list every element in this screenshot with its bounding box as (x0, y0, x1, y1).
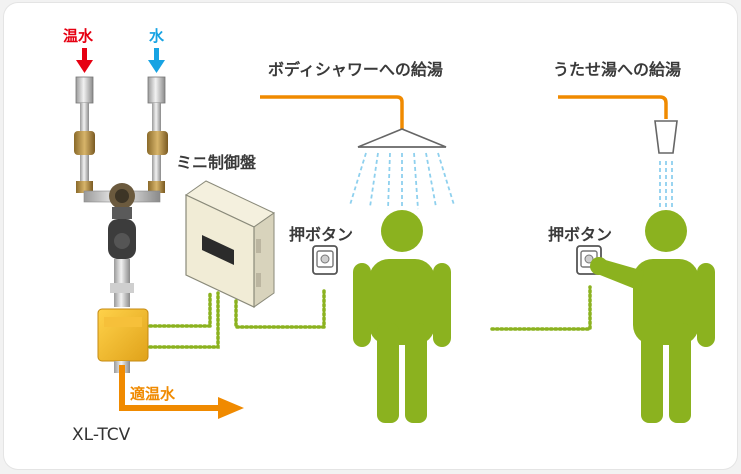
mixed-water-outlet-arrow (119, 365, 244, 419)
signal-wiring (148, 285, 592, 349)
hot-water-arrow (76, 48, 93, 73)
push-button-label-1: 押ボタン (289, 225, 354, 244)
body-shower-head (357, 128, 447, 148)
body-shower-supply-pipe (260, 95, 404, 131)
utase-yu-supply-label: うたせ湯への給湯 (553, 60, 682, 79)
mini-controller-cabinet (185, 180, 275, 308)
push-button-label-2: 押ボタン (548, 225, 613, 244)
person-utase-yu (590, 210, 715, 423)
mini-controller-label: ミニ制御盤 (176, 153, 257, 172)
diagram-panel: 温水 水 ミニ制御盤 押ボタン 押ボタン ボディシャワーへの給湯 うたせ湯への給… (4, 3, 737, 469)
body-shower-supply-label: ボディシャワーへの給湯 (268, 60, 443, 79)
hot-water-label: 温水 (63, 27, 94, 45)
cold-water-arrow (148, 48, 165, 73)
utase-yu-spray (659, 161, 673, 207)
cold-water-label: 水 (149, 27, 165, 45)
system-diagram (74, 48, 715, 423)
push-button-device-1 (312, 245, 338, 275)
model-name-label: XL-TCV (72, 425, 131, 445)
utase-yu-supply-pipe (558, 95, 668, 119)
body-shower-spray (349, 152, 455, 210)
person-body-shower (353, 210, 451, 423)
mixing-valve-xl-tcv (74, 76, 168, 373)
mixed-water-label: 適温水 (130, 385, 176, 403)
utase-yu-nozzle (654, 120, 678, 154)
